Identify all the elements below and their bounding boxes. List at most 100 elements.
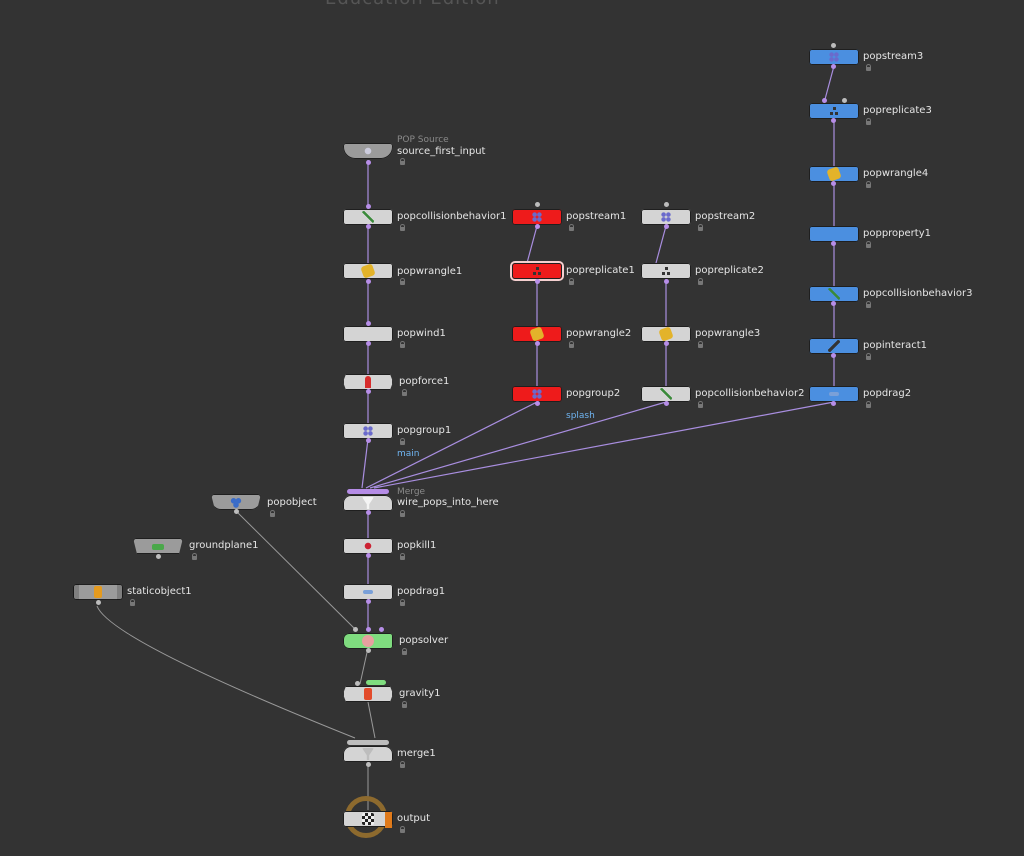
input-pin[interactable] xyxy=(831,43,836,48)
output-pin[interactable] xyxy=(831,241,836,246)
node-popinteract1[interactable] xyxy=(809,338,859,354)
output-pin[interactable] xyxy=(366,599,371,604)
lock-icon xyxy=(698,341,703,348)
merge-input-bar[interactable] xyxy=(347,489,389,494)
display-flag[interactable] xyxy=(73,584,79,600)
output-pin[interactable] xyxy=(366,553,371,558)
lock-icon xyxy=(698,224,703,231)
popsource-icon xyxy=(362,145,374,157)
node-popproperty1[interactable] xyxy=(809,226,859,242)
output-pin[interactable] xyxy=(366,648,371,653)
node-popwrangle2[interactable] xyxy=(512,326,562,342)
output-pin[interactable] xyxy=(664,279,669,284)
output-pin[interactable] xyxy=(366,160,371,165)
output-pin[interactable] xyxy=(366,341,371,346)
lock-icon xyxy=(866,181,871,188)
popcollisionbehavior-icon xyxy=(362,211,374,223)
node-popgroup2[interactable] xyxy=(512,386,562,402)
merge-input-bar[interactable] xyxy=(347,740,389,745)
output-pin[interactable] xyxy=(664,224,669,229)
merge-icon xyxy=(362,497,374,509)
node-popkill1[interactable] xyxy=(343,538,393,554)
output-pin[interactable] xyxy=(96,600,101,605)
display-flag[interactable] xyxy=(385,812,392,828)
output-pin[interactable] xyxy=(535,341,540,346)
input-pin[interactable] xyxy=(822,98,827,103)
output-pin[interactable] xyxy=(535,279,540,284)
output-pin[interactable] xyxy=(831,353,836,358)
output-pin[interactable] xyxy=(366,510,371,515)
output-pin[interactable] xyxy=(156,554,161,559)
node-source_first_input[interactable] xyxy=(343,143,393,159)
output-pin[interactable] xyxy=(664,401,669,406)
node-popwrangle4[interactable] xyxy=(809,166,859,182)
input-pin[interactable] xyxy=(366,204,371,209)
lock-icon xyxy=(866,301,871,308)
popwrangle-icon xyxy=(360,263,376,279)
popstream-icon xyxy=(531,211,543,223)
popcollisionbehavior-icon xyxy=(828,288,840,300)
output-pin[interactable] xyxy=(535,401,540,406)
lock-icon xyxy=(866,118,871,125)
output-pin[interactable] xyxy=(366,762,371,767)
render-flag[interactable] xyxy=(117,584,123,600)
input-pin[interactable] xyxy=(664,202,669,207)
node-popreplicate1[interactable] xyxy=(512,263,562,279)
input-pin[interactable] xyxy=(535,202,540,207)
output-pin[interactable] xyxy=(535,224,540,229)
output-pin[interactable] xyxy=(831,301,836,306)
node-popdrag1[interactable] xyxy=(343,584,393,600)
node-popreplicate3[interactable] xyxy=(809,103,859,119)
output-pin[interactable] xyxy=(366,224,371,229)
input-pin[interactable] xyxy=(842,98,847,103)
node-popforce1[interactable] xyxy=(343,374,393,390)
input-pin[interactable] xyxy=(355,681,360,686)
node-popcollisionbehavior3[interactable] xyxy=(809,286,859,302)
node-popwrangle3[interactable] xyxy=(641,326,691,342)
input-pin[interactable] xyxy=(353,627,358,632)
node-label: popcollisionbehavior3 xyxy=(863,288,973,299)
node-popreplicate2[interactable] xyxy=(641,263,691,279)
node-label: wire_pops_into_here xyxy=(397,497,499,508)
input-pin[interactable] xyxy=(366,627,371,632)
output-pin[interactable] xyxy=(831,401,836,406)
output-pin[interactable] xyxy=(366,389,371,394)
output-pin[interactable] xyxy=(831,64,836,69)
node-groundplane1[interactable] xyxy=(133,538,183,554)
node-popstream1[interactable] xyxy=(512,209,562,225)
output-pin[interactable] xyxy=(366,438,371,443)
group-name-tag: splash xyxy=(566,411,595,421)
node-gravity1[interactable] xyxy=(343,686,393,702)
node-staticobject1[interactable] xyxy=(73,584,123,600)
popdrag-icon xyxy=(829,392,839,396)
node-popsolver[interactable] xyxy=(343,633,393,649)
merge-icon xyxy=(362,748,374,760)
node-wire_pops_into_here[interactable] xyxy=(343,495,393,511)
node-popwrangle1[interactable] xyxy=(343,263,393,279)
input-pin[interactable] xyxy=(379,627,384,632)
node-merge1[interactable] xyxy=(343,746,393,762)
node-popstream2[interactable] xyxy=(641,209,691,225)
node-popcollisionbehavior2[interactable] xyxy=(641,386,691,402)
output-pin[interactable] xyxy=(831,118,836,123)
node-popcollisionbehavior1[interactable] xyxy=(343,209,393,225)
output-pin[interactable] xyxy=(831,181,836,186)
lock-icon xyxy=(569,341,574,348)
lock-icon xyxy=(400,438,405,445)
popinteract-icon xyxy=(828,340,840,352)
node-label: popstream3 xyxy=(863,51,924,62)
node-popdrag2[interactable] xyxy=(809,386,859,402)
output-pin[interactable] xyxy=(366,279,371,284)
output-pin[interactable] xyxy=(664,341,669,346)
node-popstream3[interactable] xyxy=(809,49,859,65)
node-popgroup1[interactable] xyxy=(343,423,393,439)
popwrangle-icon xyxy=(826,166,842,182)
node-popwind1[interactable] xyxy=(343,326,393,342)
input-pin[interactable] xyxy=(366,321,371,326)
output-pin[interactable] xyxy=(234,509,239,514)
node-popobject[interactable] xyxy=(211,494,261,510)
popgroup-icon xyxy=(531,388,543,400)
node-label: popreplicate1 xyxy=(566,265,635,276)
node-output[interactable] xyxy=(343,811,393,827)
